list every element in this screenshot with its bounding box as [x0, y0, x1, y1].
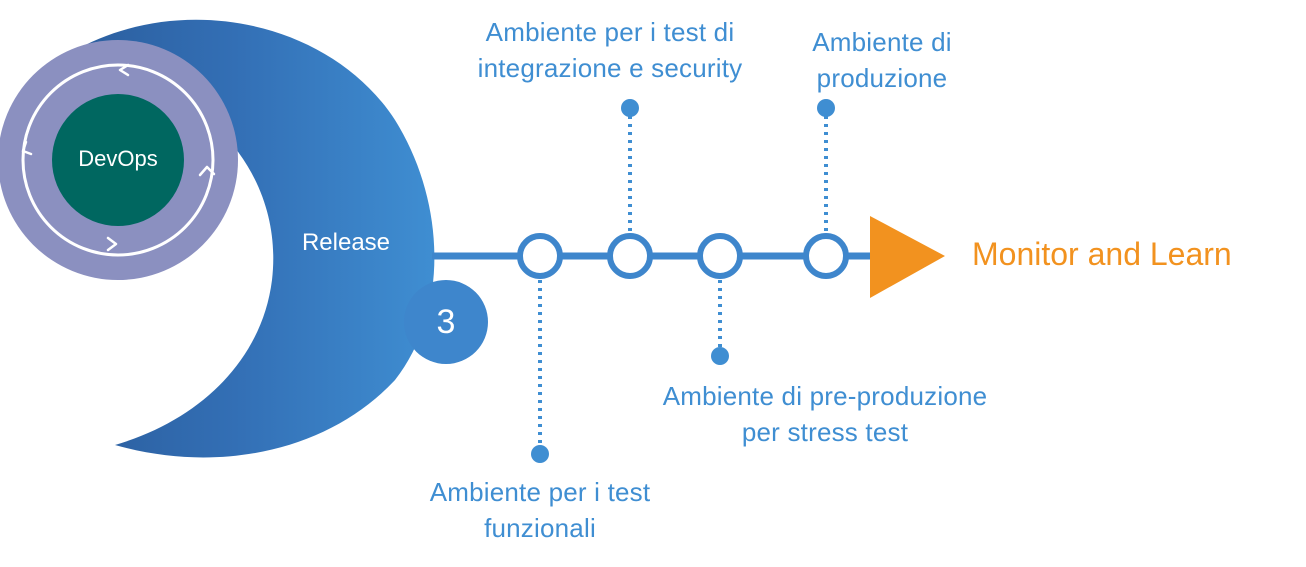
milestone-4-end-dot: [817, 99, 835, 117]
devops-cycle-ring: [21, 63, 215, 257]
step-number-circle: [404, 280, 488, 364]
monitor-and-learn-label: Monitor and Learn: [972, 236, 1232, 272]
milestone-2-label: Ambiente per i test di integrazione e se…: [477, 17, 743, 83]
milestone-3-node: [697, 233, 743, 279]
cycle-arrows-icon: [21, 63, 216, 252]
devops-label: DevOps: [78, 146, 158, 171]
monitor-arrow: [870, 216, 945, 298]
milestone-3-label: Ambiente di pre-produzione per stress te…: [662, 381, 988, 447]
milestone-1-end-dot: [531, 445, 549, 463]
milestone-1-label: Ambiente per i test funzionali: [429, 477, 651, 543]
step-number: 3: [436, 303, 456, 341]
milestone-3-end-dot: [711, 347, 729, 365]
release-crescent: [72, 19, 435, 458]
milestone-4-node: [803, 233, 849, 279]
milestone-2-end-dot: [621, 99, 639, 117]
milestone-2-node: [607, 233, 653, 279]
devops-hub: [52, 94, 184, 226]
milestone-4-label: Ambiente di produzione: [812, 27, 952, 93]
release-label: Release: [301, 229, 391, 256]
milestone-1-node: [517, 233, 563, 279]
